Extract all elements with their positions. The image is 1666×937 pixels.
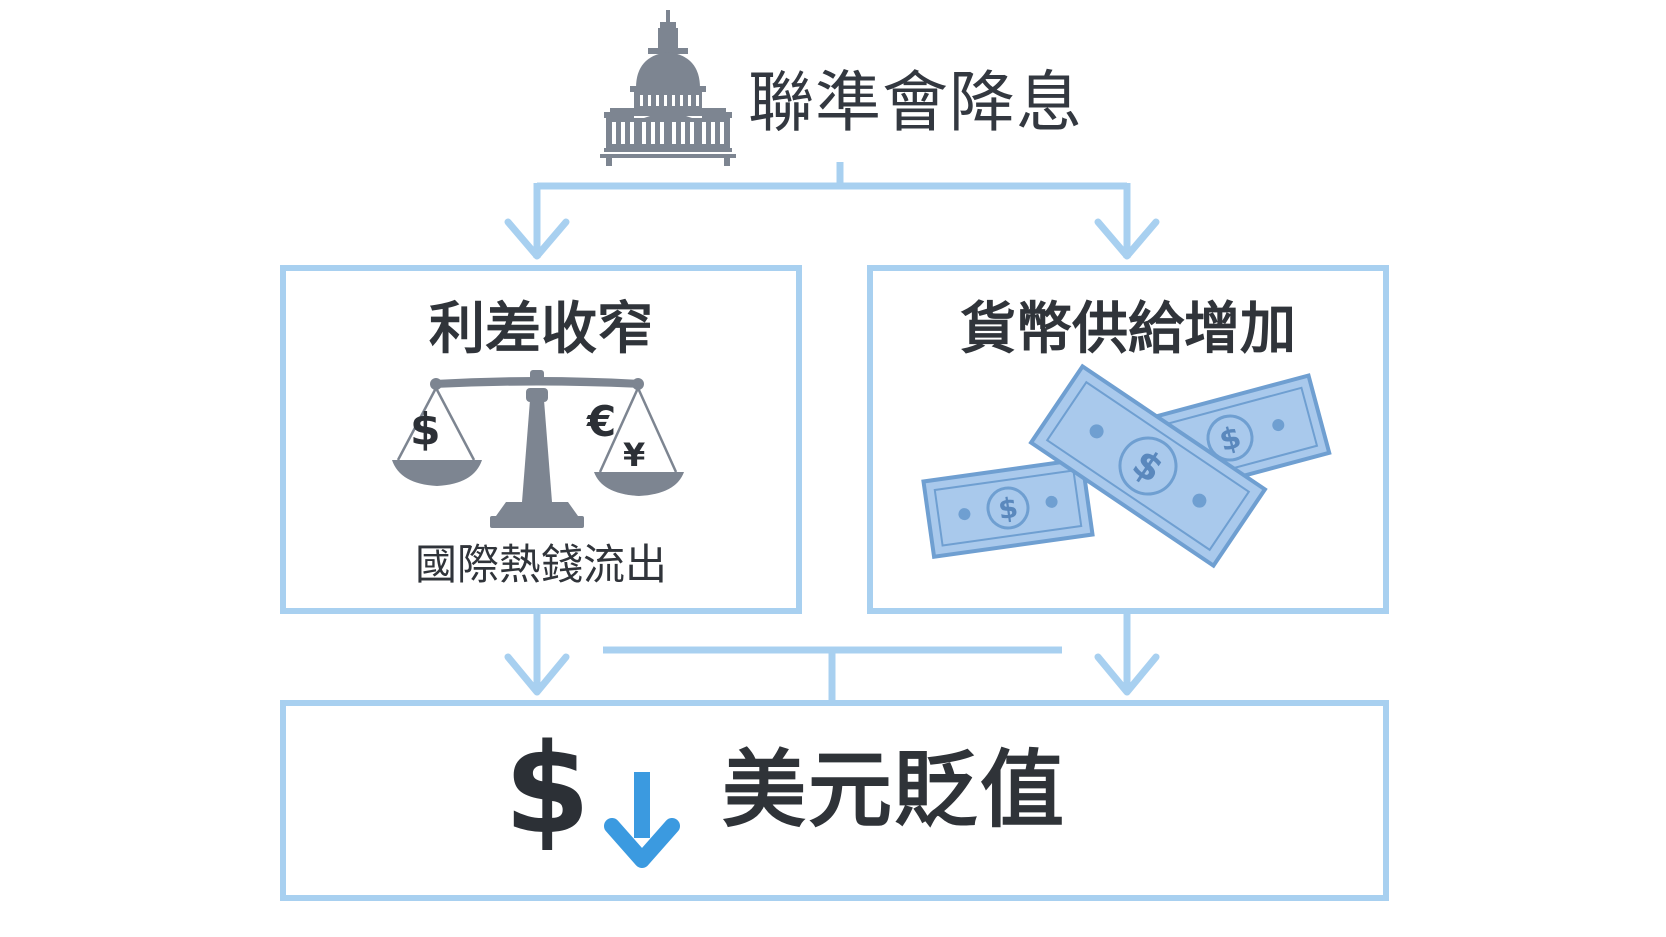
bottom-connector: [533, 614, 1131, 702]
bill-front-symbol: $: [996, 491, 1020, 526]
top-node-label: 聯準會降息: [748, 64, 1083, 141]
arrowhead-right-top: [1094, 218, 1160, 260]
result-label: 美元貶值: [722, 741, 1067, 839]
capitol-building-icon: [600, 10, 736, 166]
right-box-title: 貨幣供給增加: [960, 297, 1296, 362]
left-box-title: 利差收窄: [429, 297, 653, 362]
balance-scale-icon: [392, 370, 684, 528]
down-arrow-icon: [604, 772, 680, 868]
money-bills-icon: $ $ $: [921, 363, 1332, 569]
result-dollar-symbol: $: [504, 718, 590, 862]
result-box: [280, 700, 1389, 901]
arrowhead-left-bottom: [504, 653, 570, 696]
scale-dollar-symbol: $: [410, 404, 441, 455]
arrowhead-right-bottom: [1094, 653, 1160, 696]
left-box-subtitle: 國際熱錢流出: [414, 540, 667, 589]
scale-euro-symbol: €: [586, 397, 616, 446]
top-connector: [533, 162, 1131, 258]
arrowhead-left-top: [504, 218, 570, 260]
left-box: [280, 265, 802, 614]
scale-yen-symbol: ¥: [623, 436, 645, 474]
